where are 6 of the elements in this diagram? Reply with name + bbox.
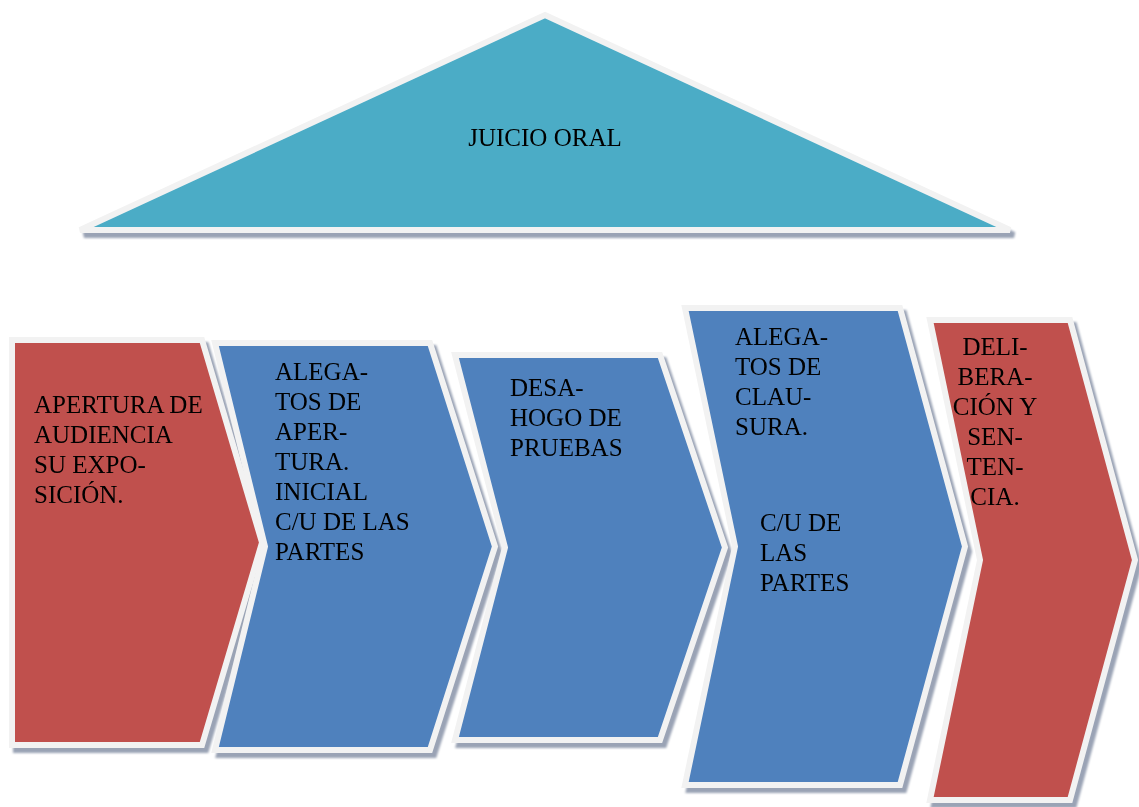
node-label: ALEGA- TOS DE APER- TURA. INICIAL C/U DE LAS PARTES <box>275 357 411 567</box>
node-label: DESA- HOGO DE PRUEBAS <box>510 373 624 463</box>
node-label: ALEGA- TOS DE CLAU- SURA. <box>735 322 830 442</box>
node-label: C/U DE LAS PARTES <box>760 508 851 598</box>
node-label: DELI- BERA- CIÓN Y SEN- TEN- CIA. <box>951 332 1039 512</box>
node-label: JUICIO ORAL <box>467 123 623 153</box>
